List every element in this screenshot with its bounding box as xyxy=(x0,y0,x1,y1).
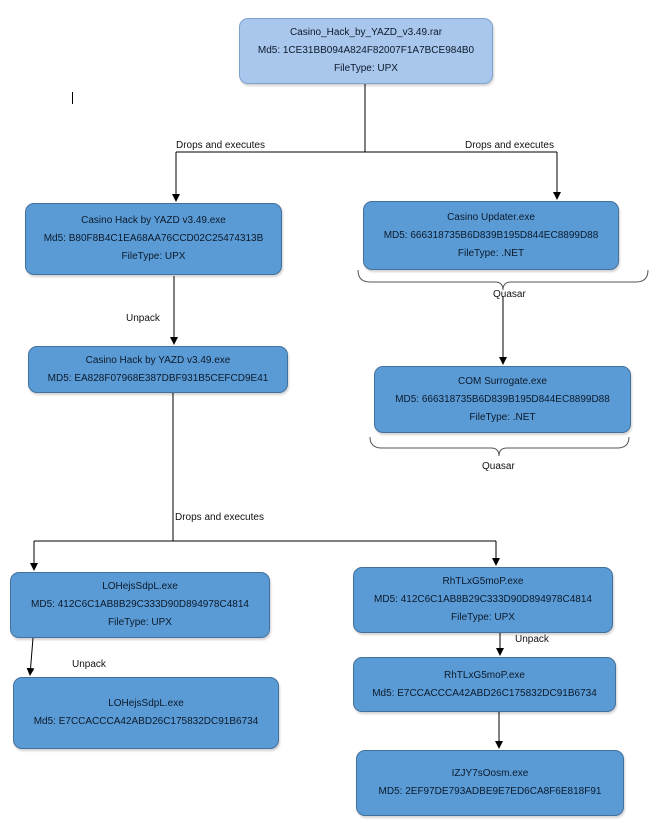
node-lohejs-unpacked[interactable]: LOHejsSdpL.exe Md5: E7CCACCCA42ABD26C175… xyxy=(13,677,279,749)
node-hash: MD5: EA828F07968E387DBF931B5CEFCD9E41 xyxy=(47,372,269,384)
edge-label-unpack-rhtlx: Unpack xyxy=(515,634,549,645)
node-name: Casino_Hack_by_YAZD_v3.49.rar xyxy=(289,27,443,38)
brace-updater xyxy=(357,269,649,291)
edge-label-drops-bottom: Drops and executes xyxy=(175,512,264,523)
node-hash: MD5: 412C6C1AB8B29C333D90D894978C4814 xyxy=(31,599,249,610)
node-name: IZJY7sOosm.exe xyxy=(451,768,529,779)
edge-label-drops-right: Drops and executes xyxy=(465,140,554,151)
node-name: Casino Hack by YAZD v3.49.exe xyxy=(85,354,231,366)
edge-label-unpack-lohejs: Unpack xyxy=(72,659,106,670)
node-name: LOHejsSdpL.exe xyxy=(102,581,178,592)
edge-label-quasar-surrogate: Quasar xyxy=(482,461,515,472)
node-hash: MD5: 412C6C1AB8B29C333D90D894978C4814 xyxy=(374,594,592,605)
node-name: RhTLxG5moP.exe xyxy=(444,669,525,681)
edge-label-quasar-updater: Quasar xyxy=(493,289,526,300)
text-cursor xyxy=(72,92,73,104)
node-hash: MD5: 666318735B6D839B195D844EC8899D88 xyxy=(383,229,599,241)
node-name: LOHejsSdpL.exe xyxy=(108,698,184,709)
node-rhtlx-unpacked[interactable]: RhTLxG5moP.exe Md5: E7CCACCCA42ABD26C175… xyxy=(353,657,616,712)
edge-label-unpack-casino: Unpack xyxy=(126,313,160,324)
edge-label-drops-left: Drops and executes xyxy=(176,140,265,151)
node-name: RhTLxG5moP.exe xyxy=(442,576,524,587)
node-casino-unpacked[interactable]: Casino Hack by YAZD v3.49.exe MD5: EA828… xyxy=(28,346,288,393)
node-izjy[interactable]: IZJY7sOosm.exe MD5: 2EF97DE793ADBE9E7ED6… xyxy=(356,750,624,816)
node-hash: Md5: E7CCACCCA42ABD26C175832DC91B6734 xyxy=(33,716,259,727)
node-casino-updater[interactable]: Casino Updater.exe MD5: 666318735B6D839B… xyxy=(363,201,619,270)
node-name: COM Surrogate.exe xyxy=(458,375,547,387)
node-rhtlx[interactable]: RhTLxG5moP.exe MD5: 412C6C1AB8B29C333D90… xyxy=(353,567,613,633)
node-lohejs[interactable]: LOHejsSdpL.exe MD5: 412C6C1AB8B29C333D90… xyxy=(10,572,270,638)
node-filetype: FileType: .NET xyxy=(469,411,536,423)
node-casino-exe[interactable]: Casino Hack by YAZD v3.49.exe Md5: B80F8… xyxy=(25,203,282,275)
node-hash: MD5: 666318735B6D839B195D844EC8899D88 xyxy=(395,393,610,405)
brace-surrogate xyxy=(369,436,630,457)
node-hash: Md5: B80F8B4C1EA68AA76CCD02C25474313B xyxy=(43,233,264,244)
arrow-to-lohejs-unpacked xyxy=(26,637,35,676)
node-filetype: FileType: UPX xyxy=(451,612,515,623)
node-filetype: FileType: UPX xyxy=(334,63,398,74)
node-hash: Md5: E7CCACCCA42ABD26C175832DC91B6734 xyxy=(372,687,597,699)
node-com-surrogate[interactable]: COM Surrogate.exe MD5: 666318735B6D839B1… xyxy=(374,366,631,433)
node-name: Casino Hack by YAZD v3.49.exe xyxy=(81,215,226,226)
node-root-rar[interactable]: Casino_Hack_by_YAZD_v3.49.rar Md5: 1CE31… xyxy=(239,18,493,84)
node-filetype: FileType: .NET xyxy=(457,247,525,259)
node-filetype: FileType: UPX xyxy=(121,251,186,262)
node-hash: Md5: 1CE31BB094A824F82007F1A7BCE984B0 xyxy=(257,45,475,56)
node-hash: MD5: 2EF97DE793ADBE9E7ED6CA8F6E818F91 xyxy=(378,786,602,797)
node-name: Casino Updater.exe xyxy=(447,211,535,223)
node-filetype: FileType: UPX xyxy=(108,617,172,628)
